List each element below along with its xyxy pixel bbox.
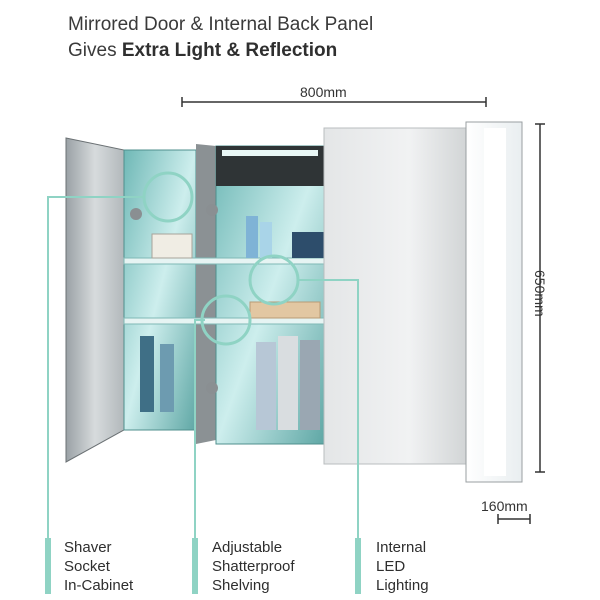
bottle [278, 336, 298, 430]
accent-bar [45, 538, 51, 594]
hinge [206, 382, 218, 394]
feature-line: LED [376, 558, 406, 575]
feature-line: Lighting [376, 577, 429, 594]
bottle [160, 344, 174, 412]
feature-adjustable-shelving: Adjustable Shatterproof Shelving [212, 538, 295, 595]
shelf [123, 317, 325, 325]
headline-line-1: Mirrored Door & Internal Back Panel [68, 14, 374, 35]
left-door [65, 137, 125, 463]
feature-shaver-socket: Shaver Socket In-Cabinet [64, 538, 133, 595]
feature-line: Shatterproof [212, 558, 295, 575]
feature-internal-led: Internal LED Lighting [376, 538, 429, 595]
leader-led [297, 279, 359, 580]
headline-prefix: Gives [68, 40, 122, 61]
bottle [300, 340, 320, 430]
feature-line: Shelving [212, 577, 270, 594]
headline-line-2: Gives Extra Light & Reflection [68, 38, 373, 64]
centre-door [196, 144, 216, 444]
soap-bars [249, 301, 321, 319]
width-label: 800mm [300, 84, 347, 100]
hinge [206, 204, 218, 216]
leader-shelf [194, 319, 205, 580]
feature-line: Internal [376, 539, 427, 556]
shelf [123, 257, 325, 265]
accent-bar [355, 538, 361, 594]
feature-line: Socket [64, 558, 110, 575]
feature-line: Adjustable [212, 539, 283, 556]
leader-shaver [47, 196, 145, 580]
bottle [256, 342, 276, 430]
hinge [130, 208, 142, 220]
depth-label: 160mm [481, 498, 528, 514]
feature-line: In-Cabinet [64, 577, 134, 594]
headline-bold: Extra Light & Reflection [121, 40, 338, 61]
right-door [323, 127, 467, 465]
bottle [260, 222, 272, 258]
accent-bar [192, 538, 198, 594]
headline: Mirrored Door & Internal Back Panel Give… [68, 12, 373, 64]
height-label: 650mm [532, 270, 548, 317]
bottle [246, 216, 258, 258]
feature-line: Shaver [64, 539, 112, 556]
jar [151, 233, 193, 259]
jar [292, 232, 324, 258]
bottle [140, 336, 154, 412]
